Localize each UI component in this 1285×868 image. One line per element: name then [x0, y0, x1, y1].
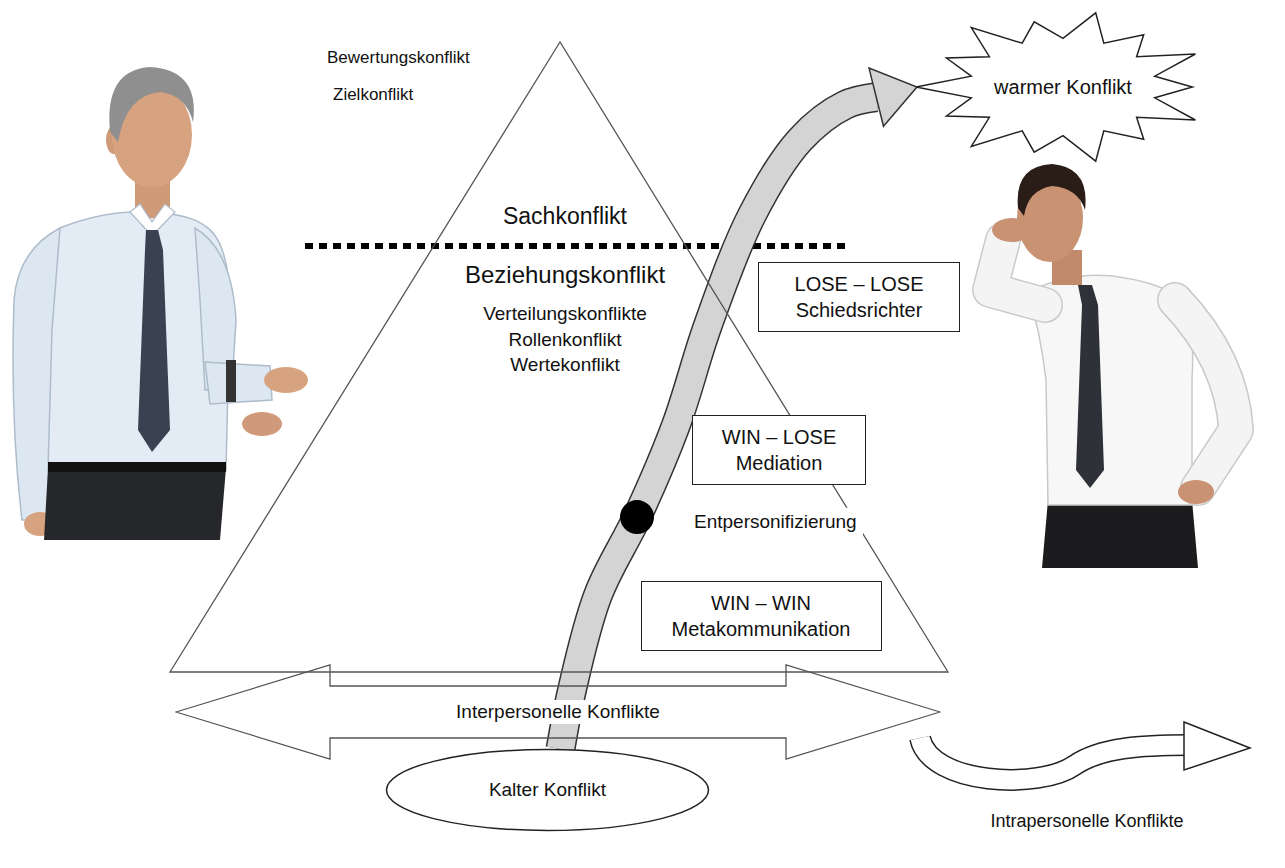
conflict-pyramid: SachkonfliktBeziehungskonfliktVerteilung…: [168, 40, 950, 674]
hair: [109, 67, 194, 142]
starburst-outline: [913, 8, 1213, 166]
pyramid-text: Rollenkonflikt: [509, 328, 622, 353]
ellipse-node-outline: [385, 748, 710, 832]
double-arrow-band: Interpersonelle Konflikte: [175, 664, 941, 760]
curved-arrow: [920, 722, 1250, 780]
trousers: [1042, 500, 1198, 568]
hand: [992, 218, 1032, 242]
node-text: Interpersonelle Konflikte: [450, 700, 666, 725]
trousers: [44, 468, 226, 540]
curved-arrow-outline: [920, 738, 1190, 780]
curved-arrow-body: [920, 738, 1190, 780]
tie: [1076, 285, 1104, 488]
pyramid-text: Verteilungskonflikte: [483, 302, 647, 327]
belt: [48, 462, 226, 472]
node-text: Metakommunikation: [672, 616, 851, 642]
label-text: Entpersonifizierung: [688, 508, 863, 537]
strategy-box: WIN – WINMetakommunikation: [641, 581, 882, 651]
double-arrow-band-outline: [175, 664, 941, 760]
watch: [226, 360, 236, 402]
ellipse-node: Kalter Konflikt: [385, 748, 710, 832]
label-text: Bewertungskonflikt: [327, 47, 470, 69]
hand: [264, 367, 308, 393]
arrow-body: [561, 97, 877, 749]
node-text: WIN – WIN: [711, 590, 811, 616]
label-text: Intrapersonelle Konflikte: [990, 810, 1183, 833]
strategy-box: LOSE – LOSESchiedsrichter: [758, 262, 960, 332]
arrow-outline: [561, 97, 877, 749]
starburst: warmer Konflikt: [913, 8, 1213, 166]
node-text: LOSE – LOSE: [795, 271, 924, 297]
worried-figure: [990, 164, 1236, 568]
node-text: WIN – LOSE: [722, 424, 836, 450]
pyramid-outline: [170, 42, 948, 672]
pyramid-text: Sachkonflikt: [503, 202, 627, 232]
node-text: warmer Konflikt: [994, 74, 1132, 100]
arm: [990, 240, 1045, 305]
arm-outline: [1175, 300, 1236, 488]
double-arrow-outline: [176, 665, 940, 759]
curved-arrow-head: [1184, 722, 1250, 770]
arrow-head: [869, 68, 917, 126]
dotted-separator: [305, 243, 845, 249]
ellipse-outline: [387, 750, 709, 831]
pyramid-text: Wertekonflikt: [510, 353, 619, 378]
pyramid-text: Beziehungskonflikt: [465, 259, 665, 290]
label-text: Zielkonflikt: [333, 84, 413, 106]
hair: [1018, 164, 1086, 216]
arm-outline: [990, 240, 1045, 305]
grey-arrow: [561, 68, 918, 749]
tie: [138, 230, 170, 452]
node-text: Schiedsrichter: [796, 297, 923, 323]
starburst-outline: [916, 13, 1195, 161]
node-text: Mediation: [736, 450, 823, 476]
strategy-box: WIN – LOSEMediation: [692, 415, 866, 485]
hand: [242, 412, 282, 436]
pyramid-outline: [168, 40, 950, 674]
presenter-figure: [13, 67, 308, 540]
arm: [1175, 300, 1236, 488]
forearm: [205, 362, 272, 404]
marker-dot: [620, 500, 654, 534]
node-text: Kalter Konflikt: [489, 778, 606, 803]
hand: [1178, 480, 1214, 504]
